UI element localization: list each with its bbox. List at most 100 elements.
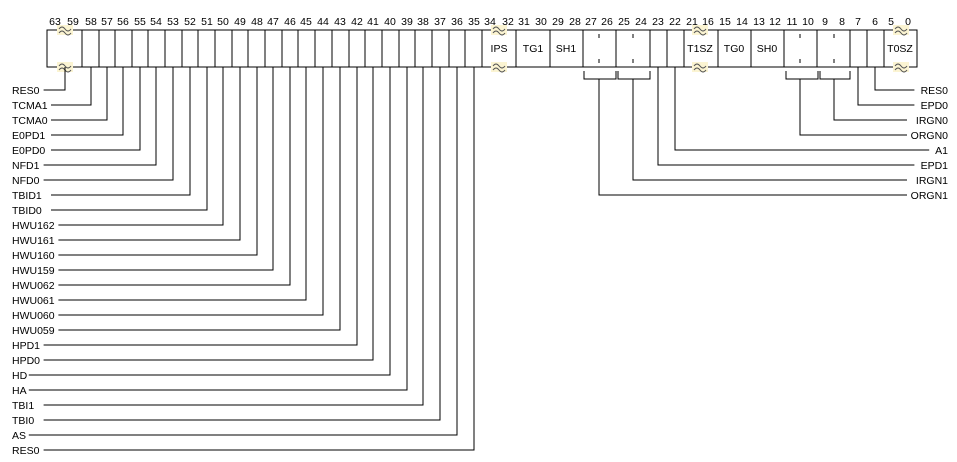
field-label-tg1: TG1	[523, 43, 544, 55]
leader-line-left	[28, 67, 458, 436]
bit-break-highlight	[893, 25, 909, 35]
field-label-left: HWU162	[12, 220, 55, 232]
bit-number: 56	[117, 16, 129, 28]
bit-number: 27	[585, 16, 597, 28]
field-label-left: AS	[12, 430, 26, 442]
leader-line-right	[598, 79, 907, 196]
field-label-left: HWU059	[12, 325, 55, 337]
field-label-left: TCMA0	[12, 115, 48, 127]
bit-break-mark	[492, 63, 506, 69]
leader-line-left	[58, 67, 324, 316]
bit-break-mark	[894, 30, 908, 36]
bit-number: 5	[888, 16, 894, 28]
field-label-left: RES0	[12, 445, 40, 457]
bit-number: 38	[417, 16, 429, 28]
bit-number: 8	[839, 16, 845, 28]
bit-break-mark	[693, 63, 707, 69]
field-label-left: HD	[12, 370, 28, 382]
field-label-tg0: TG0	[724, 43, 745, 55]
bit-number: 40	[384, 16, 396, 28]
bit-break-highlight	[692, 25, 708, 35]
field-label-left: TBI0	[12, 415, 34, 427]
leader-line-left	[58, 67, 241, 241]
bit-number: 23	[652, 16, 664, 28]
bit-number: 41	[367, 16, 379, 28]
field-label-right: IRGN1	[916, 175, 948, 187]
bit-number: 21	[686, 16, 698, 28]
bit-number: 13	[753, 16, 765, 28]
bit-break-mark	[894, 67, 908, 73]
leader-line-left	[28, 67, 391, 376]
bit-break-mark	[693, 30, 707, 36]
field-label-left: HWU159	[12, 265, 55, 277]
bit-break-highlight	[692, 62, 708, 72]
bit-number: 36	[451, 16, 463, 28]
leader-line-left	[43, 67, 475, 451]
bit-break-highlight	[491, 25, 507, 35]
pair-bracket	[819, 71, 851, 80]
bit-number: 55	[134, 16, 146, 28]
leader-line-right	[833, 79, 907, 121]
leader-line-right	[857, 67, 915, 106]
field-label-t0sz: T0SZ	[887, 43, 913, 55]
field-label-left: HPD0	[12, 355, 40, 367]
bit-number: 42	[351, 16, 363, 28]
leader-line-left	[51, 67, 191, 196]
bit-number: 63	[49, 16, 61, 28]
bit-number: 6	[872, 16, 878, 28]
field-label-left: TBID0	[12, 205, 42, 217]
bit-number: 28	[569, 16, 581, 28]
bit-number: 32	[502, 16, 514, 28]
bit-number: 24	[635, 16, 647, 28]
leader-line-left	[43, 67, 424, 406]
leader-line-right	[657, 67, 915, 166]
field-label-right: RES0	[921, 85, 949, 97]
bit-number: 54	[150, 16, 162, 28]
leader-line-left	[58, 67, 224, 226]
leader-line-left	[51, 67, 92, 106]
bit-number: 10	[802, 16, 814, 28]
bit-number: 46	[284, 16, 296, 28]
field-label-sh1: SH1	[556, 43, 577, 55]
bit-break-highlight	[57, 25, 73, 35]
leader-line-left	[58, 67, 291, 286]
leader-line-left	[58, 67, 341, 331]
bit-number: 53	[167, 16, 179, 28]
bit-number: 34	[484, 16, 496, 28]
bit-number: 50	[217, 16, 229, 28]
bit-break-highlight	[893, 62, 909, 72]
field-label-left: E0PD1	[12, 130, 45, 142]
bit-number: 37	[434, 16, 446, 28]
field-label-left: HWU160	[12, 250, 55, 262]
bit-break-highlight	[491, 62, 507, 72]
bit-break-mark	[492, 30, 506, 36]
bit-break-mark	[894, 63, 908, 69]
bit-number: 25	[618, 16, 630, 28]
bit-number: 11	[787, 16, 798, 28]
bit-number: 14	[736, 16, 748, 28]
leader-line-left	[43, 67, 441, 421]
bit-number: 26	[601, 16, 613, 28]
field-label-sh0: SH0	[757, 43, 778, 55]
leader-line-left	[51, 67, 108, 121]
pair-bracket	[617, 71, 651, 80]
bit-break-mark	[58, 30, 72, 36]
field-label-left: HWU161	[12, 235, 55, 247]
bit-number: 49	[234, 16, 246, 28]
leader-line-right	[632, 79, 907, 181]
field-label-right: ORGN1	[911, 190, 949, 202]
bit-break-mark	[693, 67, 707, 73]
bit-number: 43	[334, 16, 346, 28]
leader-line-left	[58, 67, 258, 256]
bit-number: 47	[267, 16, 279, 28]
field-label-left: TBID1	[12, 190, 42, 202]
pair-bracket	[785, 71, 819, 80]
leader-line-left	[43, 67, 374, 361]
bit-number: 9	[822, 16, 828, 28]
field-label-right: IRGN0	[916, 115, 948, 127]
bit-number: 48	[251, 16, 263, 28]
bit-break-mark	[492, 67, 506, 73]
bit-number: 12	[769, 16, 781, 28]
